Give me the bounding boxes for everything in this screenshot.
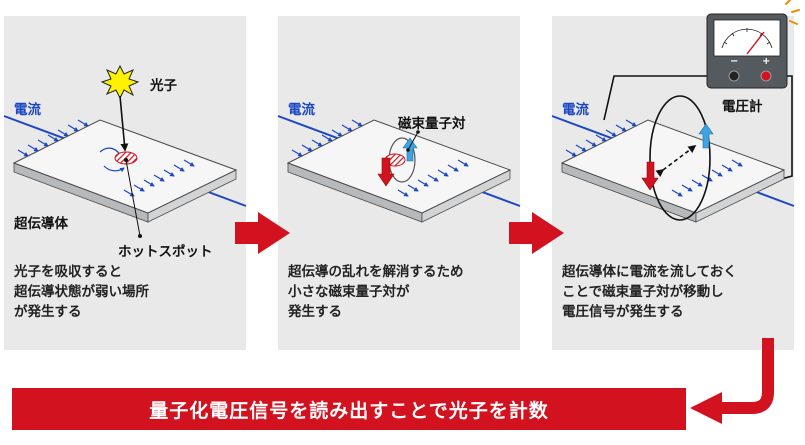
hotspot-pointer (125, 159, 141, 237)
panel-3-drawing (551, 0, 800, 424)
up-vortex-icon (698, 123, 714, 149)
panel-3-caption: 超伝導体に電流を流しておく ことで磁束量子対が移動し 電圧信号が発生する (562, 264, 737, 320)
plus-terminal-label: + (762, 56, 771, 67)
minus-terminal-label: − (730, 56, 739, 67)
photon-label: 光子 (150, 78, 177, 94)
voltmeter-label: 電圧計 (722, 99, 763, 115)
return-arrow (720, 338, 774, 414)
panel-1-caption: 光子を吸収すると 超伝導状態が弱い場所 が発生する (14, 264, 149, 320)
hotspot-label: ホットスポット (118, 244, 213, 260)
current-arrows (291, 119, 469, 197)
down-vortex-icon (377, 157, 395, 187)
voltmeter-icon (706, 13, 788, 89)
current-arrows (565, 119, 743, 197)
photon-arrow (119, 95, 129, 152)
current-arrows (17, 119, 195, 197)
panel-2-drawing (277, 115, 564, 254)
flux-pair-label: 磁束量子対 (398, 116, 466, 132)
panel-2-caption: 超伝導の乱れを解消するため 小さな磁束量子対が 発生する (288, 264, 464, 320)
return-arrow-head (690, 392, 722, 424)
signal-spark-icon (785, 0, 800, 25)
current-label: 電流 (562, 102, 589, 118)
meter-wire (603, 75, 734, 121)
up-vortex-icon (402, 137, 418, 162)
current-label: 電流 (288, 102, 315, 118)
panel-1-drawing (3, 64, 290, 254)
current-label: 電流 (14, 102, 41, 118)
down-vortex-icon (641, 161, 659, 191)
slab-top (12, 119, 238, 214)
vortex-loop (649, 95, 711, 221)
summary-banner: 量子化電圧信号を読み出すことで光子を計数 (12, 388, 686, 430)
current-bend (103, 165, 125, 173)
step-arrow (509, 212, 564, 254)
superconductor-label: 超伝導体 (14, 216, 68, 232)
step-arrow (235, 212, 290, 254)
photon-star-icon (100, 64, 140, 100)
